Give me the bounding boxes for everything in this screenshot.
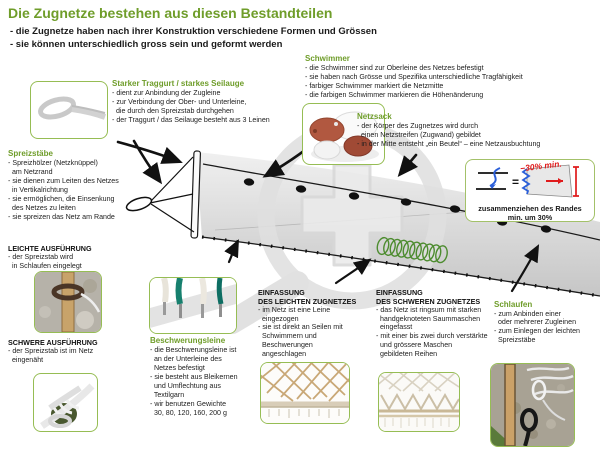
section-schwimmer: Schwimmer - die Schwimmer sind zur Oberl… — [305, 54, 597, 100]
shrink-note-box: = −30% min. zusammenziehen des Randes mi… — [465, 158, 595, 222]
schwimmer-bullets: - die Schwimmer sind zur Oberleine des N… — [305, 63, 523, 99]
float-dots — [243, 178, 552, 233]
schwimmer-heading: Schwimmer — [305, 54, 350, 63]
schwere-bullets: - der Spreizstab ist im Netz eingenäht — [8, 347, 94, 364]
photo-schlaufen — [490, 363, 575, 447]
section-netzsack: Netzsack - der Körper des Zugnetzes wird… — [357, 112, 599, 149]
netzsack-heading: Netzsack — [357, 112, 392, 121]
section-schlaufen: Schlaufen - zum Anbinden einer oder mehr… — [494, 300, 596, 344]
rope-eye-icon — [38, 96, 107, 120]
leichte-heading: LEICHTE AUSFÜHRUNG — [8, 244, 92, 253]
einfassung-schwer-heading-2: DES SCHWEREN ZUGNETZES — [376, 297, 481, 306]
photo-spreizstab-schlaufe — [34, 271, 102, 333]
page-subtitle: - die Zugnetze haben nach ihrer Konstruk… — [10, 26, 377, 50]
shrink-caption-2: min. um 30% — [507, 212, 553, 222]
weight-line — [201, 235, 600, 298]
loops-on-stick-icon — [491, 364, 574, 446]
photo-schwimmer — [302, 103, 385, 165]
photo-seilauge — [30, 81, 108, 139]
photo-spreizstab-eingenaeht — [33, 373, 98, 432]
schlaufen-heading: Schlaufen — [494, 300, 533, 309]
schlaufen-bullets: - zum Anbinden einer oder mehrerer Zugle… — [494, 309, 580, 344]
einfassung-schwer-heading-1: EINFASSUNG — [376, 288, 423, 297]
stick-strap-icon — [35, 272, 101, 332]
light-net-edge-icon — [261, 363, 349, 423]
svg-text:=: = — [512, 175, 519, 189]
beschwerungsleine-bullets: - die Beschwerungsleine ist an der Unter… — [150, 345, 238, 417]
spreizstaebe-bullets: - Spreizhölzer (Netzknüppel) am Netzrand… — [8, 158, 119, 221]
section-leichte-ausfuehrung: LEICHTE AUSFÜHRUNG - der Spreizstab wird… — [8, 244, 138, 271]
sewn-stick-icon — [40, 383, 95, 429]
section-spreizstaebe: Spreizstäbe - Spreizhölzer (Netzknüppel)… — [8, 149, 158, 222]
spreizstaebe-heading: Spreizstäbe — [8, 149, 53, 158]
einfassung-leicht-heading-2: DES LEICHTEN ZUGNETZES — [258, 297, 357, 306]
hem-coil — [376, 236, 448, 264]
photo-einfassung-leicht — [260, 362, 350, 424]
heavy-net-edge-icon — [379, 373, 459, 431]
section-traggurt: Starker Traggurt / starkes Seilauge - di… — [112, 79, 332, 125]
photo-einfassung-schwer — [378, 372, 460, 432]
shrink-caption-1: zusammenziehen des Randes — [478, 204, 582, 213]
float-line — [202, 163, 600, 241]
leichte-bullets: - der Spreizstab wird in Schlaufen einge… — [8, 253, 82, 270]
einfassung-leicht-bullets: - im Netz ist eine Leine eingezogen- sie… — [258, 306, 343, 358]
beschwerungsleine-heading: Beschwerungsleine — [150, 336, 226, 345]
section-beschwerungsleine: Beschwerungsleine - die Beschwerungslein… — [150, 336, 255, 418]
netzsack-bullets: - der Körper des Zugnetzes wird durch ei… — [357, 121, 541, 148]
section-schwere-ausfuehrung: SCHWERE AUSFÜHRUNG - der Spreizstab ist … — [8, 338, 138, 365]
shrink-sketch: = — [476, 164, 579, 198]
weighted-lines-icon — [150, 278, 236, 333]
einfassung-leicht-heading-1: EINFASSUNG — [258, 288, 305, 297]
section-einfassung-leicht: EINFASSUNG DES LEICHTEN ZUGNETZES - im N… — [258, 288, 370, 358]
schwere-heading: SCHWERE AUSFÜHRUNG — [8, 338, 98, 347]
page-title: Die Zugnetze bestehen aus diesen Bestand… — [8, 5, 333, 21]
traggurt-bullets: - dient zur Anbindung der Zugleine- zur … — [112, 88, 270, 124]
photo-beschwerungsleine — [149, 277, 237, 334]
floats-icon — [309, 111, 379, 162]
einfassung-schwer-bullets: - das Netz ist ringsum mit starken handg… — [376, 306, 488, 358]
towing-eye — [125, 156, 195, 233]
traggurt-heading: Starker Traggurt / starkes Seilauge — [112, 79, 245, 88]
section-einfassung-schwer: EINFASSUNG DES SCHWEREN ZUGNETZES - das … — [376, 288, 494, 358]
